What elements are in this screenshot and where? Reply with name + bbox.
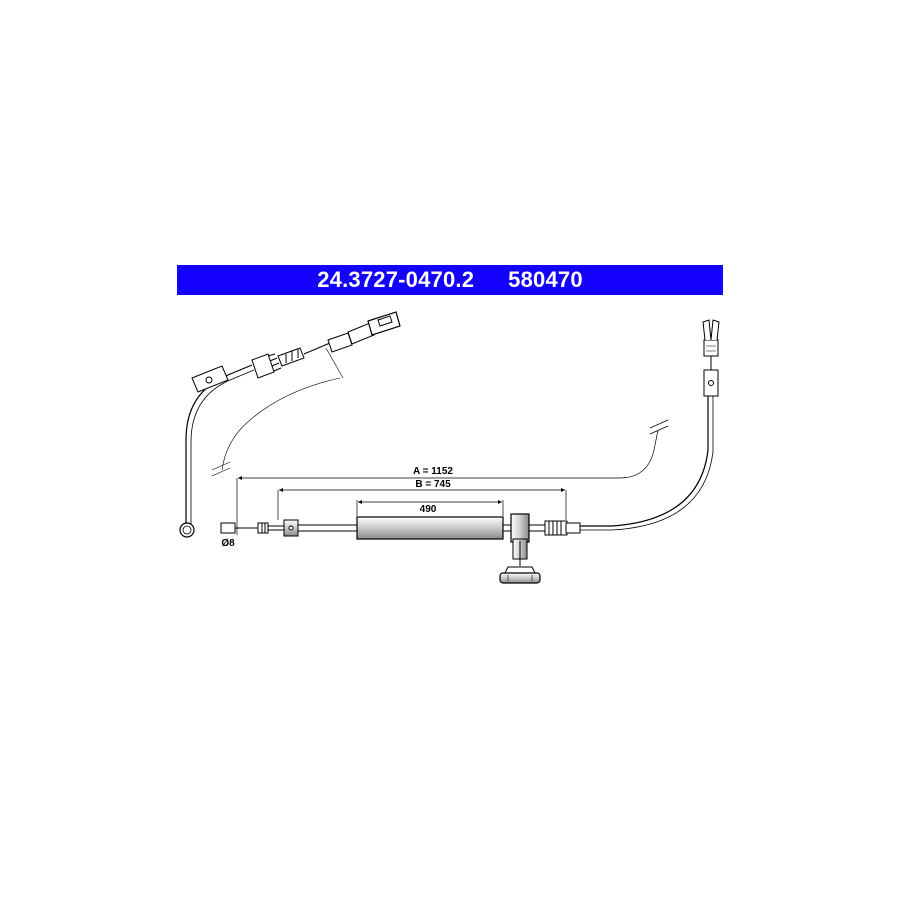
sleeve-length-label: 490 [420,504,437,515]
dimension-a-label: A = 1152 [413,466,453,477]
nipple-diameter-label: Ø8 [221,538,235,549]
left-cable-end [179,311,401,538]
reference-number: 580470 [508,267,583,292]
main-cable [220,319,720,584]
part-number: 24.3727-0470.2 [317,267,475,292]
dimension-b-label: B = 745 [415,479,451,490]
title-banner: 24.3727-0470.2 580470 [177,265,723,295]
dimension-lines [236,419,669,535]
